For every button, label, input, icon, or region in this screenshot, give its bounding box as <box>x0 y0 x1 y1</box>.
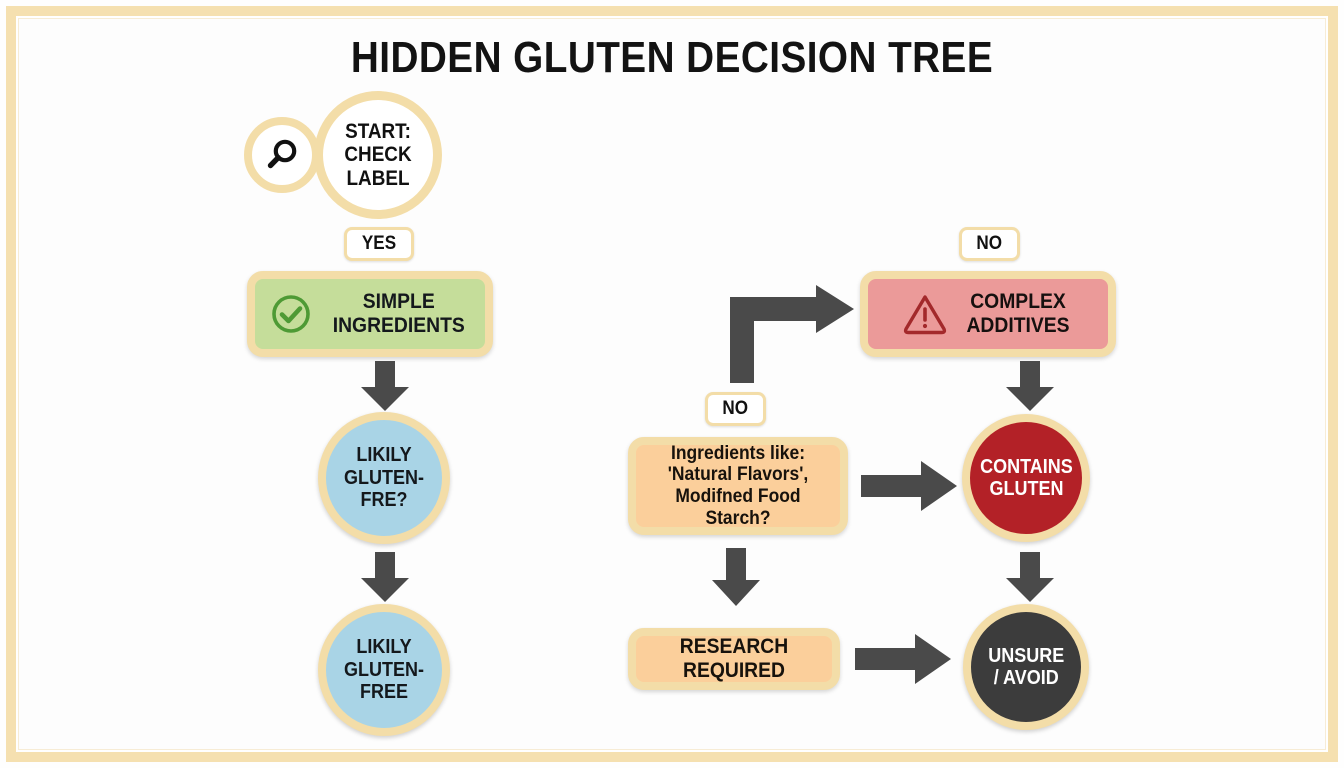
arrow-contains-to-unsure <box>1002 552 1058 604</box>
node-complex-additives[interactable]: COMPLEX ADDITIVES <box>860 271 1116 357</box>
magnifier-badge <box>244 117 320 193</box>
edge-label-no-additives: NO <box>705 392 766 426</box>
warning-triangle-icon <box>903 295 947 335</box>
page-title: HIDDEN GLUTEN DECISION TREE <box>350 33 994 82</box>
node-simple-ingredients[interactable]: SIMPLE INGREDIENTS <box>247 271 493 357</box>
edge-label-no-start: NO <box>959 227 1020 261</box>
node-likely-result-line1: LIKILY <box>356 636 412 659</box>
node-ingredients-question[interactable]: Ingredients like: 'Natural Flavors', Mod… <box>628 437 848 535</box>
node-contains-gluten-line2: GLUTEN <box>989 478 1063 500</box>
node-complex-additives-line2: ADDITIVES <box>966 314 1070 337</box>
arrow-ingredients-to-contains <box>861 459 959 513</box>
arrow-complex-to-contains <box>1002 361 1058 413</box>
node-ingredients-line2: 'Natural Flavors', <box>667 464 809 486</box>
node-start-line2: CHECK LABEL <box>344 143 412 190</box>
node-likely-q-line2: GLUTEN-FRE? <box>343 466 424 512</box>
node-research-required-label: RESEARCH REQUIRED <box>679 635 789 682</box>
node-simple-ingredients-line2: INGREDIENTS <box>332 314 466 337</box>
arrow-likely-to-result <box>357 552 413 604</box>
node-likely-q-line1: LIKILY <box>356 444 412 467</box>
edge-label-yes: YES <box>344 227 415 261</box>
node-contains-gluten-line1: CONTAINS <box>979 455 1073 478</box>
arrow-research-to-unsure <box>855 632 953 686</box>
node-likely-gluten-free-result[interactable]: LIKILY GLUTEN-FREE <box>318 604 450 736</box>
check-circle-icon <box>272 295 311 333</box>
node-complex-additives-line1: COMPLEX <box>970 290 1066 314</box>
node-unsure-avoid-line1: UNSURE <box>987 644 1064 667</box>
node-simple-ingredients-line1: SIMPLE <box>363 290 435 314</box>
node-start[interactable]: START: CHECK LABEL <box>314 91 442 219</box>
node-contains-gluten[interactable]: CONTAINS GLUTEN <box>962 414 1090 542</box>
node-unsure-avoid[interactable]: UNSURE / AVOID <box>963 604 1089 730</box>
arrow-elbow-to-complex-additives <box>730 285 862 383</box>
node-research-required[interactable]: RESEARCH REQUIRED <box>628 628 840 690</box>
node-ingredients-line3: Modifned Food Starch? <box>675 486 801 529</box>
arrow-simple-to-likely <box>357 361 413 413</box>
node-likely-gluten-free-question[interactable]: LIKILY GLUTEN-FRE? <box>318 412 450 544</box>
node-ingredients-line1: Ingredients like: <box>670 442 806 464</box>
node-start-line1: START: <box>345 119 411 143</box>
arrow-ingredients-to-research <box>708 548 764 608</box>
magnifier-icon <box>267 139 297 169</box>
node-likely-result-line2: GLUTEN-FREE <box>343 658 424 704</box>
node-unsure-avoid-line2: / AVOID <box>993 667 1059 689</box>
